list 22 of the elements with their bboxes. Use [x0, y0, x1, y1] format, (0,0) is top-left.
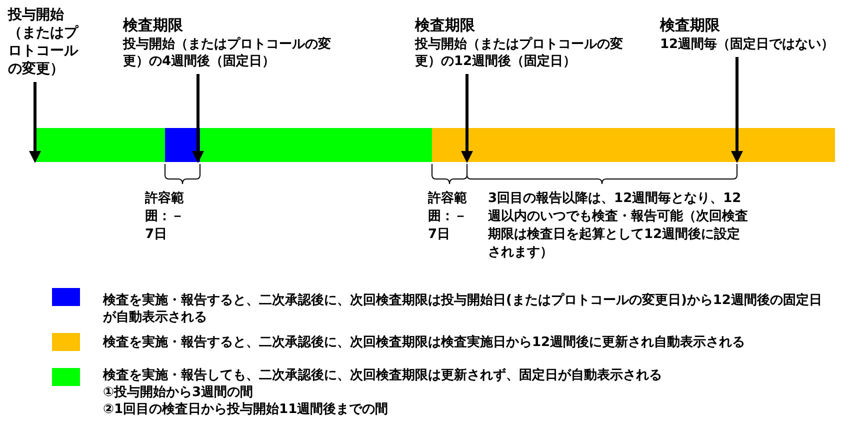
annotation-heading: 検査期限: [415, 16, 476, 34]
annotation-text: 投与開始（またはプロトコールの変更）の12週間後（固定日）: [415, 36, 624, 70]
legend-note: ①投与開始から3週間の間: [103, 384, 254, 401]
legend-text: 検査を実施・報告しても、二次承認後に、次回検査期限は更新されず、固定日が自動表示される: [103, 367, 663, 384]
arrow: [29, 82, 41, 163]
annotation-text: 12週間毎（固定日ではない）: [660, 36, 836, 53]
timeline-bar-segment: [35, 128, 165, 162]
note-text: 3回目の報告以降は、12週間毎となり、12週以内のいつでも検査・報告可能（次回検査期限は検査日を起算として12週間後に設定されます）: [488, 190, 749, 262]
annotation-heading: 検査期限: [660, 16, 721, 34]
arrow: [731, 57, 743, 163]
legend-text: 検査を実施・報告すると、二次承認後に、次回検査期限は検査実施日から12週間後に更新され自動表示される: [103, 334, 746, 351]
annotation-text: 投与開始（またはプロトコールの変更）: [8, 6, 80, 78]
arrow: [461, 74, 473, 163]
annotation-heading: 検査期限: [123, 16, 184, 34]
tolerance-label: 許容範囲：－7日: [145, 190, 185, 244]
timeline-bar-segment: [200, 128, 432, 162]
legend-text: 検査を実施・報告すると、二次承認後に、次回検査期限は投与開始日(またはプロトコールの変更日)から12週間後の固定日が自動表示される: [103, 292, 823, 326]
arrow: [192, 74, 204, 163]
annotation-text: 投与開始（またはプロトコールの変更）の4週間後（固定日）: [123, 36, 332, 70]
timeline-bar-segment: [432, 128, 835, 162]
legend-note: ②1回目の検査日から投与開始11週間後までの間: [103, 401, 390, 418]
tolerance-label: 許容範囲：－7日: [428, 190, 468, 244]
